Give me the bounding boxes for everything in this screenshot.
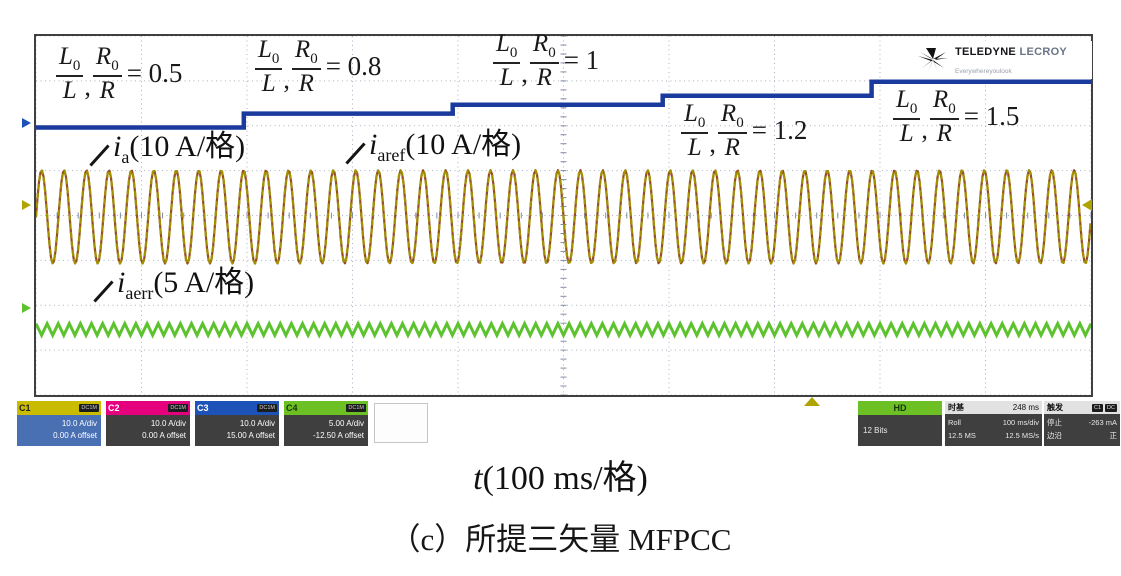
channel-settings: 10.0 A/div 0.00 A offset — [17, 415, 101, 446]
comma: , — [283, 64, 290, 94]
channel-box-c3[interactable]: C3 DC1M 10.0 A/div 15.00 A offset — [195, 401, 279, 446]
empty-descriptor-box[interactable] — [374, 403, 428, 443]
channel-settings: 5.00 A/div -12.50 A offset — [284, 415, 368, 446]
coupling-badge: DC1M — [168, 404, 188, 412]
timebase-header: 时基 248 ms — [945, 401, 1042, 414]
channel-scale: 10.0 A/div — [150, 419, 186, 428]
channel-offset: 0.00 A offset — [142, 431, 186, 440]
coupling-badge: DC1M — [346, 404, 366, 412]
channel-header: C3 DC1M — [195, 401, 279, 415]
hd-bits: 12 Bits — [858, 415, 942, 446]
channel-id: C2 — [108, 403, 120, 413]
trace-label-iaerr: iaerr(5 A/格) — [92, 268, 254, 303]
hd-mode-box[interactable]: HD 12 Bits — [858, 401, 942, 446]
ratio-value: = 0.8 — [325, 51, 382, 82]
channel-offset: 15.00 A offset — [226, 431, 275, 440]
c4-level-marker[interactable] — [22, 303, 31, 313]
timebase-value: 248 ms — [1012, 403, 1039, 412]
coupling-badge: DC1M — [79, 404, 99, 412]
leader-line — [345, 142, 366, 165]
channel-header: C2 DC1M — [106, 401, 190, 415]
pinwheel-icon — [918, 48, 948, 72]
ratio-value: = 0.5 — [126, 58, 183, 89]
trigger-level-marker[interactable] — [1082, 199, 1092, 211]
comma: , — [709, 128, 716, 158]
leader-line — [89, 144, 110, 167]
ratio-value: = 1.5 — [963, 101, 1020, 132]
channel-offset: 0.00 A offset — [53, 431, 97, 440]
figure-caption: （c）所提三矢量 MFPCC — [389, 522, 732, 557]
c1-level-marker[interactable] — [22, 200, 31, 210]
comma: , — [84, 71, 91, 101]
channel-box-c2[interactable]: C2 DC1M 10.0 A/div 0.00 A offset — [106, 401, 190, 446]
channel-offset: -12.50 A offset — [312, 431, 364, 440]
channel-box-c1[interactable]: C1 DC1M 10.0 A/div 0.00 A offset — [17, 401, 101, 446]
waveform-canvas — [36, 36, 1091, 395]
leader-line — [93, 280, 114, 303]
teledyne-lecroy-logo: TELEDYNE LECROY Everywhereyoulook — [916, 41, 1092, 79]
trigger-box[interactable]: 触发 C1 DC 停止-263 mA 边沿正 — [1044, 401, 1120, 446]
channel-settings: 10.0 A/div 15.00 A offset — [195, 415, 279, 446]
x-axis-caption: t(100 ms/格) — [473, 460, 648, 497]
channel-header: C4 DC1M — [284, 401, 368, 415]
channel-id: C4 — [286, 403, 298, 413]
channel-id: C3 — [197, 403, 209, 413]
channel-scale: 10.0 A/div — [61, 419, 97, 428]
comma: , — [921, 114, 928, 144]
ratio-value: = 1.2 — [751, 115, 808, 146]
channel-id: C1 — [19, 403, 31, 413]
ratio-value: = 1 — [563, 45, 600, 76]
trace-label-ia: ia(10 A/格) — [88, 132, 245, 167]
trigger-coupling-badge: DC — [1105, 403, 1117, 412]
channel-header: C1 DC1M — [17, 401, 101, 415]
channel-scale: 10.0 A/div — [239, 419, 275, 428]
channel-settings: 10.0 A/div 0.00 A offset — [106, 415, 190, 446]
c3-level-marker[interactable] — [22, 118, 31, 128]
channel-scale: 5.00 A/div — [328, 419, 364, 428]
trigger-time-marker[interactable] — [804, 397, 820, 406]
timebase-title: 时基 — [948, 403, 964, 412]
trigger-settings: 停止-263 mA 边沿正 — [1044, 414, 1120, 446]
coupling-badge: DC1M — [257, 404, 277, 412]
trigger-source-badge: C1 — [1092, 403, 1104, 412]
trace-label-iaref: iaref(10 A/格) — [344, 130, 521, 165]
channel-box-c4[interactable]: C4 DC1M 5.00 A/div -12.50 A offset — [284, 401, 368, 446]
comma: , — [521, 58, 528, 88]
hd-label: HD — [858, 401, 942, 415]
trigger-title: 触发 — [1047, 403, 1063, 412]
trigger-header: 触发 C1 DC — [1044, 401, 1120, 414]
